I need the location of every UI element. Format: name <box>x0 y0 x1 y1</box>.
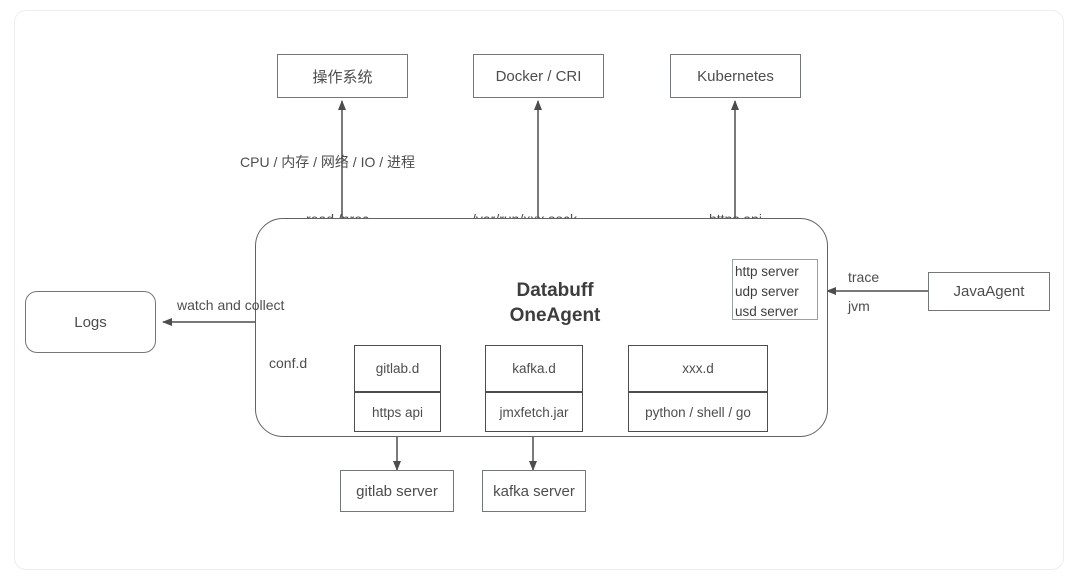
outer-frame-border <box>14 10 1064 570</box>
confd-cell-name-0[interactable]: gitlab.d <box>354 345 441 392</box>
confd-cell-impl-2[interactable]: python / shell / go <box>628 392 768 432</box>
node-logs-label: Logs <box>74 313 107 331</box>
confd-cell-impl-1-label: jmxfetch.jar <box>499 404 569 420</box>
node-javaagent[interactable]: JavaAgent <box>928 272 1050 311</box>
confd-cell-impl-2-label: python / shell / go <box>645 404 751 420</box>
confd-cell-impl-1[interactable]: jmxfetch.jar <box>485 392 583 432</box>
confd-cell-impl-0[interactable]: https api <box>354 392 441 432</box>
agent-title-line2: OneAgent <box>509 305 601 327</box>
edge-label-metrics-flow: CPU / 内存 / 网络 / IO / 进程 <box>240 154 416 170</box>
confd-cell-name-2-label: xxx.d <box>682 361 714 376</box>
node-javaagent-label: JavaAgent <box>953 283 1025 300</box>
server-line-http: http server <box>735 264 799 279</box>
confd-cell-name-1-label: kafka.d <box>512 361 556 376</box>
edge-label-watch-and-collect: watch and collect <box>177 297 285 313</box>
node-docker-cri[interactable]: Docker / CRI <box>473 54 604 98</box>
node-protocol-servers[interactable]: http server udp server usd server <box>732 259 818 320</box>
node-gitlab-server-label: gitlab server <box>356 482 438 500</box>
node-operating-system-label: 操作系统 <box>312 68 373 86</box>
server-line-udp: udp server <box>735 283 799 299</box>
confd-cell-name-0-label: gitlab.d <box>375 361 420 376</box>
agent-title-line1: Databuff <box>516 280 594 301</box>
node-logs[interactable]: Logs <box>25 291 156 353</box>
confd-cell-name-2[interactable]: xxx.d <box>628 345 768 392</box>
confd-cell-impl-0-label: https api <box>371 404 424 420</box>
node-operating-system[interactable]: 操作系统 <box>277 54 408 98</box>
confd-label: conf.d <box>269 355 308 371</box>
server-line-usd: usd server <box>735 303 799 319</box>
node-kafka-server[interactable]: kafka server <box>482 470 586 512</box>
confd-cell-name-1[interactable]: kafka.d <box>485 345 583 392</box>
node-kafka-server-label: kafka server <box>493 482 575 500</box>
node-kubernetes-label: Kubernetes <box>697 67 774 85</box>
node-kubernetes[interactable]: Kubernetes <box>670 54 801 98</box>
edge-label-trace: trace <box>848 269 880 285</box>
node-docker-cri-label: Docker / CRI <box>495 67 582 85</box>
agent-title: Databuff OneAgent <box>460 278 650 328</box>
node-gitlab-server[interactable]: gitlab server <box>340 470 454 512</box>
edge-label-jvm: jvm <box>848 298 870 314</box>
